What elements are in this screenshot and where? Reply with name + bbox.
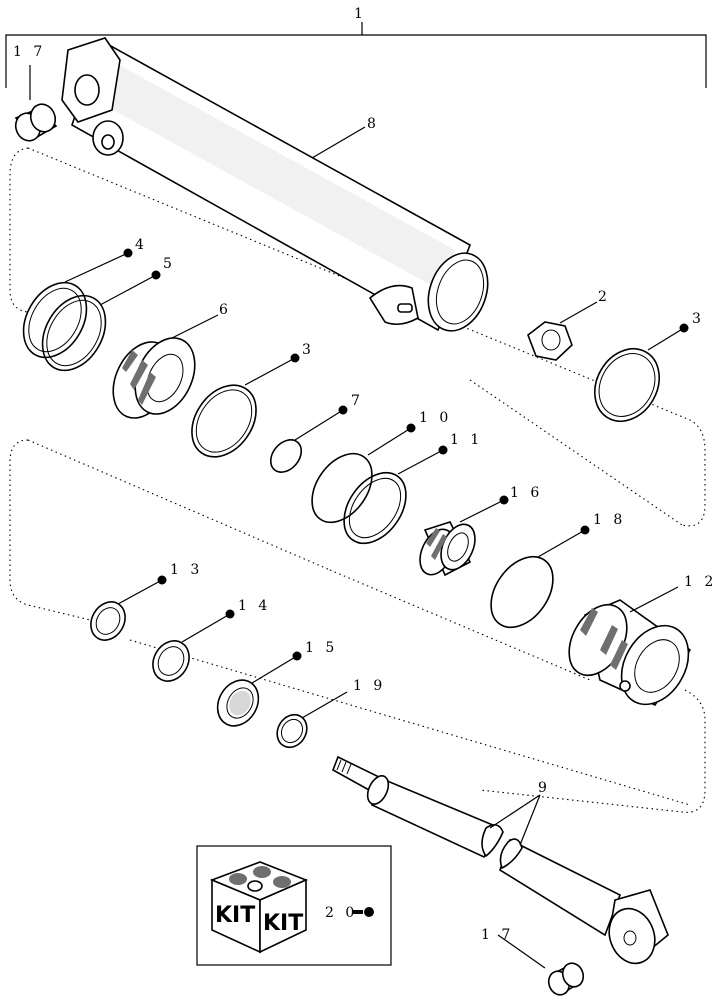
leader-15: [251, 655, 298, 684]
kit-leader: [353, 910, 363, 914]
callout-dot-7: [338, 405, 348, 415]
barrel-part-8: [61, 37, 489, 332]
leader-4: [64, 252, 129, 283]
callout-1: 1: [354, 6, 366, 22]
leader-13: [117, 579, 163, 605]
leader-9a: [489, 794, 541, 829]
ring-part-3-left: [191, 384, 257, 458]
callout-8: 8: [367, 116, 379, 132]
leader-9b: [519, 794, 541, 846]
callout-2: 2: [598, 289, 610, 305]
callout-dot-11: [438, 445, 448, 455]
leader-17-bottom: [497, 934, 546, 969]
bushing-part-15: [216, 679, 260, 727]
callout-dot-20: [364, 907, 374, 917]
ring-part-4: [22, 281, 88, 359]
leader-19: [301, 691, 348, 719]
kit-box-icon: KIT KIT: [209, 861, 309, 954]
callout-16: 1 6: [510, 485, 543, 501]
upper-group-outline: [9, 147, 706, 527]
callout-dot-4: [123, 248, 133, 258]
leader-8: [311, 126, 366, 159]
oring-part-10: [311, 452, 373, 524]
callout-5: 5: [163, 256, 175, 272]
callout-3-right: 3: [692, 311, 704, 327]
callout-11: 1 1: [450, 432, 483, 448]
leader-3-left: [244, 357, 296, 386]
callout-dot-16: [499, 495, 509, 505]
leader-3-right: [647, 327, 685, 351]
leader-11: [397, 449, 444, 475]
ring-part-13: [90, 601, 126, 641]
callout-dot-18: [580, 525, 590, 535]
bushing-part-17-top: [14, 103, 58, 142]
callout-10: 1 0: [419, 410, 452, 426]
oring-part-7: [269, 439, 303, 473]
rod-part-9: [332, 755, 669, 965]
callout-dot-5: [151, 270, 161, 280]
leader-6: [171, 314, 219, 339]
callout-20: 2 0: [325, 905, 358, 921]
nut-part-2: [527, 321, 573, 361]
callout-4: 4: [135, 237, 147, 253]
callout-9: 9: [538, 780, 550, 796]
leader-5: [99, 274, 157, 306]
lower-group-outline: [9, 439, 706, 813]
bushing-part-17-bottom: [547, 962, 585, 996]
leader-12: [629, 586, 679, 613]
gland-part-12: [568, 599, 692, 707]
kit-label-left: KIT: [215, 903, 255, 928]
callout-13: 1 3: [170, 562, 203, 578]
ring-part-11: [343, 471, 407, 545]
callout-7: 7: [351, 393, 363, 409]
callout-19: 1 9: [353, 678, 386, 694]
leader-10: [367, 427, 412, 456]
leader-14: [181, 613, 231, 643]
leader-18: [537, 529, 586, 558]
callout-dot-13: [157, 575, 167, 585]
callout-dot-3-left: [290, 353, 300, 363]
callout-dot-15: [292, 651, 302, 661]
callout-15: 1 5: [305, 640, 338, 656]
callout-18: 1 8: [593, 512, 626, 528]
ring-part-3-right: [594, 348, 660, 422]
oring-part-18: [490, 555, 554, 629]
piston-part-6: [112, 337, 196, 419]
callout-dot-14: [225, 609, 235, 619]
ring-part-14: [152, 640, 190, 682]
kit-label-right: KIT: [263, 911, 303, 936]
callout-12: 1 2: [684, 574, 712, 590]
leader-7: [294, 409, 344, 441]
callout-dot-3-right: [679, 323, 689, 333]
kit-panel: KIT KIT 2 0: [196, 845, 392, 966]
spacer-part-16: [419, 521, 476, 577]
assembly-bracket: [5, 22, 707, 88]
leader-2: [559, 301, 598, 324]
ring-part-19: [276, 713, 308, 749]
leader-16: [459, 499, 505, 523]
ring-part-5: [41, 294, 107, 372]
callout-17-top: 1 7: [13, 44, 46, 60]
callout-14: 1 4: [238, 598, 271, 614]
callout-3-left: 3: [302, 342, 314, 358]
callout-6: 6: [219, 302, 231, 318]
callout-17-bottom: 1 7: [481, 927, 514, 943]
callout-dot-10: [406, 423, 416, 433]
